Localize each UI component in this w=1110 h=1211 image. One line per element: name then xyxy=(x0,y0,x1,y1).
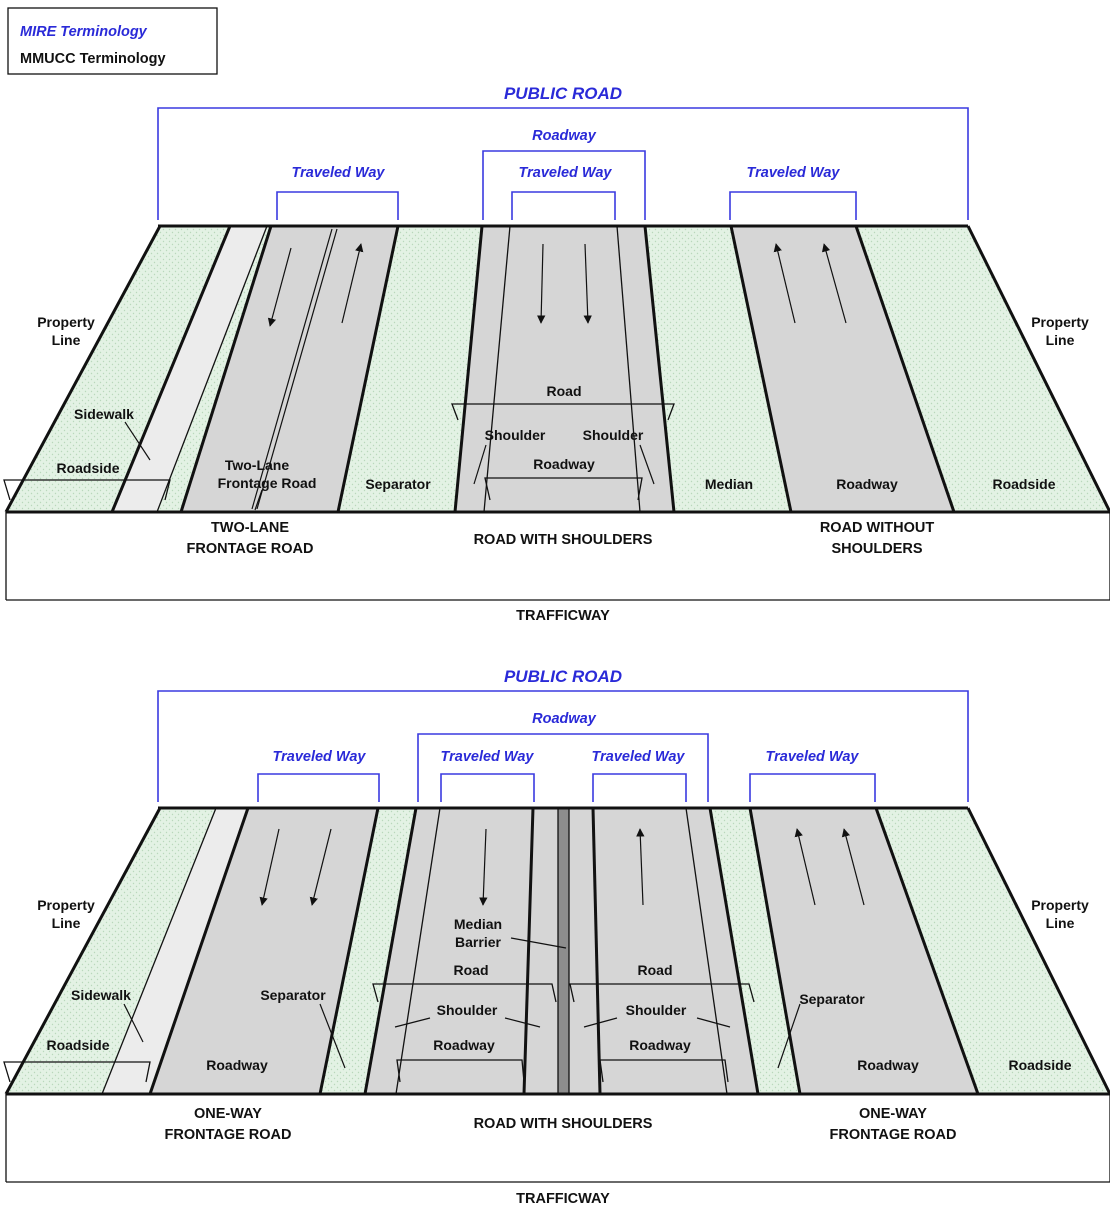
top-traveled-way-label-2: Traveled Way xyxy=(519,165,613,181)
top-sidewalk-area xyxy=(112,226,267,512)
bottom-arrow-3 xyxy=(479,828,488,906)
bottom-roadway-bracket xyxy=(417,733,709,802)
bottom-public-road-label: PUBLIC ROAD xyxy=(504,667,622,686)
bottom-shoulder-label-right: Shoulder xyxy=(626,1002,687,1018)
bottom-arrow-5 xyxy=(794,828,816,906)
bottom-sidewalk-label: Sidewalk xyxy=(71,987,131,1003)
top-road-with-shoulders-area xyxy=(455,226,674,512)
top-road-label: Road xyxy=(547,383,582,399)
bottom-section-shoulders-label: ROAD WITH SHOULDERS xyxy=(474,1116,653,1132)
bottom-arrow-1 xyxy=(259,828,280,906)
bottom-public-road-bracket xyxy=(157,690,969,802)
bottom-traveled-way-label-3: Traveled Way xyxy=(592,749,686,765)
bottom-arrow-6 xyxy=(841,828,865,906)
top-trafficway-label: TRAFFICWAY xyxy=(516,608,610,624)
top-arrow-northbound-2 xyxy=(773,243,796,324)
legend-mmucc-label: MMUCC Terminology xyxy=(20,51,166,67)
top-section-shoulders-label: ROAD WITH SHOULDERS xyxy=(474,532,653,548)
bottom-roadway-right-label: Roadway xyxy=(857,1057,919,1073)
top-arrow-southbound-3 xyxy=(583,243,592,324)
bottom-sidewalk-area xyxy=(102,808,248,1094)
bottom-road-label-right: Road xyxy=(638,962,673,978)
top-traveled-way-bracket-3 xyxy=(729,191,857,220)
bottom-road-bracket-left xyxy=(372,983,557,1003)
top-property-line-right xyxy=(966,225,1110,513)
top-public-road-label: PUBLIC ROAD xyxy=(504,84,622,103)
legend: MIRE Terminology MMUCC Terminology xyxy=(7,7,218,75)
bottom-diagram: PUBLIC ROAD Roadway Traveled Way Travele… xyxy=(3,667,1110,1207)
top-roadside-right-label: Roadside xyxy=(992,476,1055,492)
top-sidewalk-label: Sidewalk xyxy=(74,406,134,422)
bottom-traveled-way-label-1: Traveled Way xyxy=(273,749,367,765)
top-arrow-northbound-3 xyxy=(821,243,847,324)
bottom-roadside-right-label: Roadside xyxy=(1008,1057,1071,1073)
top-roadway-label: Roadway xyxy=(533,456,595,472)
top-traveled-way-bracket-2 xyxy=(511,191,616,220)
top-road-without-shoulders-area xyxy=(731,226,954,512)
top-diagram: PUBLIC ROAD Roadway Traveled Way Travele… xyxy=(3,84,1110,624)
top-shoulder-right-label: Shoulder xyxy=(583,427,644,443)
top-arrow-southbound-1 xyxy=(267,247,292,327)
bottom-traveled-way-label-2: Traveled Way xyxy=(441,749,535,765)
top-road-bracket xyxy=(451,403,675,421)
top-median-label: Median xyxy=(705,476,753,492)
bottom-roadside-left-label: Roadside xyxy=(46,1037,109,1053)
top-separator-label: Separator xyxy=(365,476,431,492)
top-roadway-mire-label: Roadway xyxy=(532,128,597,144)
bottom-roadway-mire-label: Roadway xyxy=(532,711,597,727)
top-property-line-left xyxy=(4,225,162,513)
top-roadway-bracket-mmucc xyxy=(484,477,643,501)
top-traveled-way-bracket-1 xyxy=(276,191,399,220)
top-arrow-southbound-2 xyxy=(536,243,546,324)
bottom-separator-right-label: Separator xyxy=(799,991,865,1007)
top-roadside-left-label: Roadside xyxy=(56,460,119,476)
bottom-roadway-label-center-left: Roadway xyxy=(433,1037,495,1053)
bottom-traveled-way-label-4: Traveled Way xyxy=(766,749,860,765)
top-shoulder-left-label: Shoulder xyxy=(485,427,546,443)
bottom-median-barrier-area xyxy=(558,808,569,1094)
bottom-roadway-label-center-right: Roadway xyxy=(629,1037,691,1053)
top-traveled-way-label-1: Traveled Way xyxy=(292,165,386,181)
legend-box xyxy=(7,7,218,75)
bottom-arrow-4 xyxy=(636,828,645,906)
bottom-trafficway-label: TRAFFICWAY xyxy=(516,1191,610,1207)
legend-mire-label: MIRE Terminology xyxy=(20,24,148,40)
bottom-road-label-left: Road xyxy=(454,962,489,978)
top-roadside-bracket xyxy=(3,479,171,501)
bottom-road-bracket-right xyxy=(569,983,755,1003)
top-roadway-right-label: Roadway xyxy=(836,476,898,492)
top-frontage-road-area xyxy=(181,226,398,512)
top-arrow-northbound-1 xyxy=(341,243,364,324)
bottom-shoulder-label-left: Shoulder xyxy=(437,1002,498,1018)
bottom-separator-left-label: Separator xyxy=(260,987,326,1003)
bottom-roadway-left-label: Roadway xyxy=(206,1057,268,1073)
bottom-frontage-road-right-area xyxy=(750,808,978,1094)
bottom-frontage-road-left-area xyxy=(150,808,378,1094)
top-traveled-way-label-3: Traveled Way xyxy=(747,165,841,181)
top-public-road-bracket xyxy=(157,107,969,220)
top-roadway-bracket xyxy=(482,150,646,220)
bottom-arrow-2 xyxy=(309,828,332,906)
